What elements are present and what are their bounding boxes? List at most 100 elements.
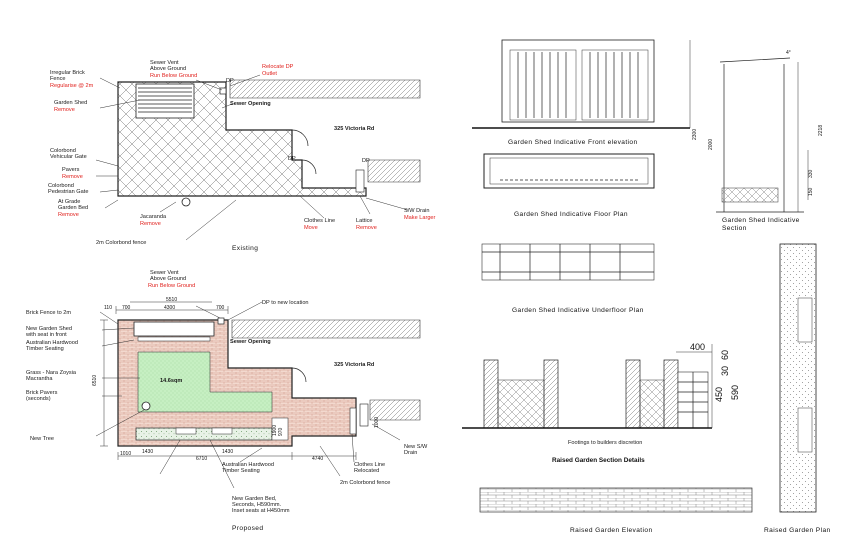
existing-pavers-label: Pavers xyxy=(62,167,80,173)
proposed-garden-bed-label-2: Seconds, H590mm. xyxy=(232,502,282,508)
existing-vehicular-gate-label: Colorbond xyxy=(50,148,76,154)
existing-pedestrian-gate-label-2: Pedestrian Gate xyxy=(48,189,88,195)
proposed-new-tree-label: New Tree xyxy=(30,436,54,442)
existing-shed-label: Garden Shed xyxy=(54,100,87,106)
existing-pavers-action: Remove xyxy=(62,174,83,180)
proposed-plan: Sewer Vent Above Ground Run Below Ground… xyxy=(25,270,428,532)
proposed-dim-6510: 6510 xyxy=(92,375,98,386)
proposed-dim-1900: 1900 xyxy=(272,425,278,436)
proposed-grass-label-2: Macrantha xyxy=(26,376,53,382)
existing-dp-label-1: DP xyxy=(226,78,234,84)
proposed-sewer-opening-label: Sewer Opening xyxy=(230,339,271,345)
proposed-grass-label: Grass - Nara Zoysia xyxy=(26,370,77,376)
existing-shed-action: Remove xyxy=(54,107,75,113)
proposed-brick-pavers-label: Brick Pavers xyxy=(26,390,58,396)
existing-dp-label-2: DP xyxy=(288,156,296,162)
raised-garden-drawings: 400 60 30 450 590 Footings to builders d… xyxy=(462,243,831,534)
proposed-garden-bed-label: New Garden Bed, xyxy=(232,496,277,502)
raised-dim-60: 60 xyxy=(720,350,730,360)
existing-sw-drain-action: Make Larger xyxy=(404,215,436,221)
raised-dim-450: 450 xyxy=(714,387,724,402)
proposed-clothes-line-label-2: Relocated xyxy=(354,468,379,474)
existing-relocate-dp-label-2: Outlet xyxy=(262,71,277,77)
shed-dim-150: 150 xyxy=(808,187,814,196)
existing-garden-bed-label: At Grade xyxy=(58,199,80,205)
proposed-clothes-line xyxy=(349,407,357,435)
proposed-dim-4300: 4300 xyxy=(164,305,175,311)
existing-pedestrian-gate-label: Colorbond xyxy=(48,183,74,189)
shed-dim-330: 330 xyxy=(808,169,814,178)
existing-sewer-vent-label-2: Above Ground xyxy=(150,66,186,72)
raised-section-title: Raised Garden Section Details xyxy=(552,457,645,464)
proposed-sewer-vent-action: Run Below Ground xyxy=(148,283,195,289)
existing-relocate-dp-label: Relocate DP xyxy=(262,64,294,70)
existing-clothes-line-action: Move xyxy=(304,225,318,231)
shed-dim-2300: 2300 xyxy=(692,129,698,140)
proposed-clothes-line-label: Clothes Line xyxy=(354,462,385,468)
existing-house-lower-wall xyxy=(367,159,421,183)
existing-sewer-vent-action: Run Below Ground xyxy=(150,73,197,79)
existing-house-wall xyxy=(229,79,421,99)
shed-dim-2218: 2218 xyxy=(818,125,824,136)
proposed-new-tree xyxy=(141,401,151,411)
raised-dim-30: 30 xyxy=(720,366,730,376)
existing-sw-drain-label: S/W Drain xyxy=(404,208,430,214)
proposed-dim-6710: 6710 xyxy=(196,456,207,462)
shed-underfloor-title: Garden Shed Indicative Underfloor Plan xyxy=(512,307,644,314)
proposed-dim-4740: 4740 xyxy=(312,456,323,462)
existing-dp-label-3: DP xyxy=(362,158,370,164)
proposed-dim-110: 110 xyxy=(104,305,112,311)
existing-irregular-fence-label-2: Fence xyxy=(50,76,66,82)
proposed-sewer-vent xyxy=(217,317,225,325)
existing-jacaranda-action: Remove xyxy=(140,221,161,227)
shed-section-title: Garden Shed Indicative xyxy=(722,217,800,224)
proposed-seating-left-label-2: Timber Seating xyxy=(26,346,64,352)
proposed-street-label: 325 Victoria Rd xyxy=(334,362,375,368)
shed-drawings: 2300 Garden Shed Indicative Front elevat… xyxy=(472,39,824,314)
proposed-sewer-vent-label-2: Above Ground xyxy=(150,276,186,282)
raised-dim-400: 400 xyxy=(690,342,705,352)
existing-jacaranda xyxy=(181,197,191,207)
existing-sewer-vent xyxy=(219,87,227,95)
existing-garden-bed-label-2: Garden Bed xyxy=(58,205,88,211)
existing-garden-bed-action: Remove xyxy=(58,212,79,218)
existing-irregular-fence-label: Irregular Brick xyxy=(50,70,85,76)
shed-underfloor-plan xyxy=(481,243,655,281)
proposed-dim-1430b: 1430 xyxy=(222,449,233,455)
existing-vehicular-gate-label-2: Vehicular Gate xyxy=(50,154,87,160)
existing-street-label: 325 Victoria Rd xyxy=(334,126,375,132)
existing-lattice xyxy=(355,169,365,193)
shed-section xyxy=(716,57,804,213)
proposed-dim-1430a: 1430 xyxy=(142,449,153,455)
existing-title: Existing xyxy=(232,245,258,252)
proposed-brick-paving xyxy=(117,319,357,447)
shed-front-title: Garden Shed Indicative Front elevation xyxy=(508,139,638,146)
raised-garden-plan xyxy=(779,243,817,513)
existing-lattice-action: Remove xyxy=(356,225,377,231)
raised-plan-title: Raised Garden Plan xyxy=(764,527,831,534)
proposed-dim-5510: 5510 xyxy=(166,297,177,303)
existing-irregular-fence-action: Regularise @ 2m xyxy=(50,83,94,89)
existing-clothes-line-label: Clothes Line xyxy=(304,218,335,224)
proposed-seating-left-label: Australian Hardwood xyxy=(26,340,78,346)
proposed-new-shed-label: New Garden Shed xyxy=(26,326,72,332)
proposed-house-wall xyxy=(231,319,421,339)
proposed-garden-bed-label-3: Inset seats at H450mm xyxy=(232,508,290,514)
proposed-dp-new-label: DP to new location xyxy=(262,300,309,306)
proposed-sewer-vent-label: Sewer Vent xyxy=(150,270,179,276)
existing-garden-shed xyxy=(135,83,195,119)
proposed-dim-970: 970 xyxy=(278,427,284,436)
proposed-title: Proposed xyxy=(232,525,263,532)
proposed-area-label: 14.6sqm xyxy=(160,378,182,384)
existing-plan: Irregular Brick Fence Regularise @ 2m Ga… xyxy=(48,60,436,252)
proposed-new-shed-label-2: with seat in front xyxy=(25,332,67,338)
proposed-garden-shed xyxy=(133,321,215,337)
proposed-brick-fence-label: Brick Fence to 2m xyxy=(26,310,71,316)
proposed-dim-700b: 700 xyxy=(216,305,225,311)
proposed-dim-700a: 700 xyxy=(122,305,131,311)
existing-sewer-opening-label: Sewer Opening xyxy=(230,101,271,107)
raised-garden-elevation xyxy=(479,487,753,513)
proposed-seating-bottom-label-2: Timber Seating xyxy=(222,468,260,474)
proposed-fence-label: 2m Colorbond fence xyxy=(340,480,390,486)
